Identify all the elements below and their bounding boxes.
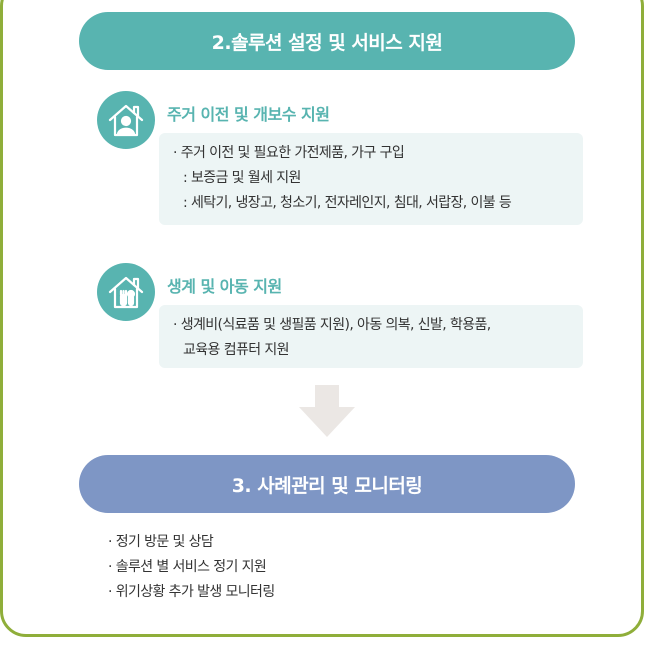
living-line: 교육용 컴퓨터 지원 [183, 342, 290, 358]
monitoring-item: · 솔루션 별 서비스 정기 지원 [108, 559, 267, 575]
step2-header: 2.솔루션 설정 및 서비스 지원 [79, 12, 575, 70]
monitoring-list: · 정기 방문 및 상담 · 솔루션 별 서비스 정기 지원 · 위기상황 추가… [108, 530, 275, 605]
living-line: · 생계비(식료품 및 생필품 지원), 아동 의복, 신발, 학용품, [173, 317, 491, 333]
living-detail-box: · 생계비(식료품 및 생필품 지원), 아동 의복, 신발, 학용품, 교육용… [159, 305, 583, 368]
housing-line: : 보증금 및 월세 지원 [183, 170, 301, 186]
step3-header: 3. 사례관리 및 모니터링 [79, 455, 575, 513]
house-person-icon [97, 91, 155, 149]
house-utensils-icon [97, 263, 155, 321]
housing-line: : 세탁기, 냉장고, 청소기, 전자레인지, 침대, 서랍장, 이불 등 [183, 195, 512, 211]
monitoring-item: · 정기 방문 및 상담 [108, 534, 214, 550]
content-frame [0, 0, 644, 637]
monitoring-item: · 위기상황 추가 발생 모니터링 [108, 584, 275, 600]
section-title-housing: 주거 이전 및 개보수 지원 [167, 105, 330, 124]
housing-detail-box: · 주거 이전 및 필요한 가전제품, 가구 구입 : 보증금 및 월세 지원 … [159, 133, 583, 225]
step2-title: 2.솔루션 설정 및 서비스 지원 [211, 31, 443, 54]
housing-line: · 주거 이전 및 필요한 가전제품, 가구 구입 [173, 145, 405, 161]
down-arrow-icon [299, 385, 355, 437]
section-title-living: 생계 및 아동 지원 [167, 277, 282, 296]
step3-title: 3. 사례관리 및 모니터링 [231, 474, 423, 497]
